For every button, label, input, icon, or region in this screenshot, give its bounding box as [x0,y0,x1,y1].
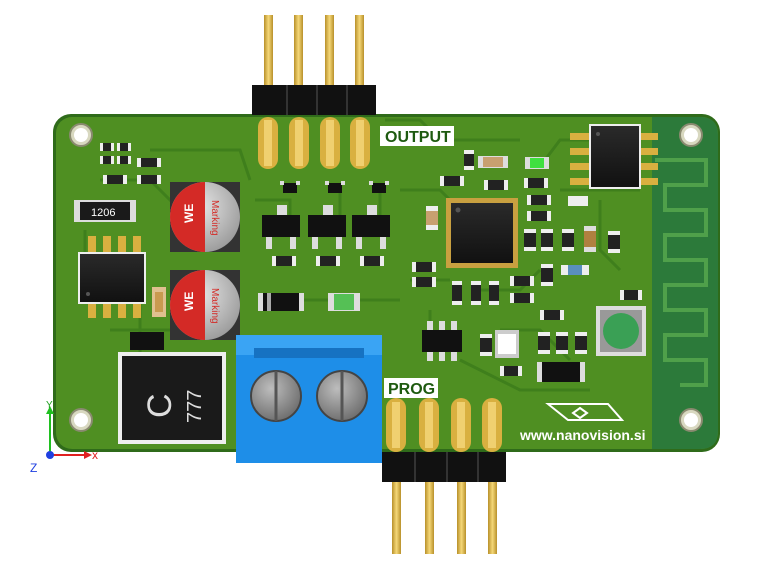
axis-y-label: Y [46,400,53,411]
svg-text:1206: 1206 [91,207,115,219]
output-header [252,85,376,169]
prog-header [382,398,506,554]
mcu-qfn [446,198,518,268]
output-header-pins [264,15,364,95]
sot23-transistors [280,181,389,193]
prog-label: PROG [388,381,435,398]
axis-x-label: x [92,448,98,462]
smd-passives-top-left [100,143,161,184]
electrolytic-cap-2: WE Marking [170,270,240,340]
pcb-antenna [655,158,708,387]
axis-triad: Y x Z [30,400,98,475]
diode-small [130,332,164,350]
ic-soic8-left [78,236,146,318]
smd-passives-top-right [412,150,642,376]
terminal-block [236,335,382,463]
resistor-1206: 1206 [74,200,136,222]
output-pads [258,117,370,169]
electrolytic-cap-1: WE Marking [170,182,240,252]
svg-text:WE: WE [182,204,196,223]
diode-right [537,362,585,382]
nanovision-logo [545,403,625,421]
mosfets-dpak [262,205,390,249]
svg-text:777: 777 [184,390,206,423]
push-button [596,306,646,356]
svg-text:Marking: Marking [209,200,220,236]
website-label: www.nanovision.si [519,427,646,443]
svg-text:C: C [141,393,179,418]
svg-text:WE: WE [182,292,196,311]
ic-sot23-prog [422,321,462,361]
output-label: OUTPUT [385,129,451,146]
power-inductor: C 777 [118,352,226,444]
svg-text:Marking: Marking [209,288,220,324]
ic-soic8-right [570,124,658,189]
mounting-holes [69,123,703,432]
led-green-bottom [328,293,360,311]
axis-z-label: Z [30,461,37,475]
resistor-row [272,256,384,266]
diode-smd [258,293,304,311]
